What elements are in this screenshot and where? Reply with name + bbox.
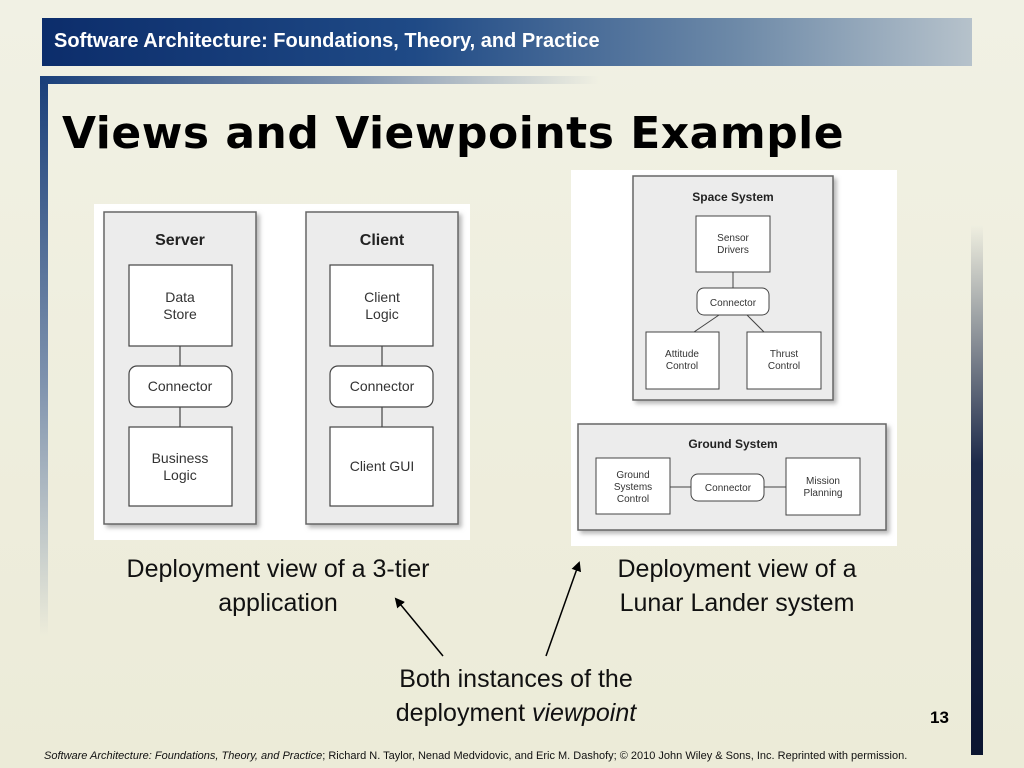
space-connector-label: Connector: [710, 298, 757, 309]
caption-lunar-line1: Deployment view of a: [617, 555, 857, 583]
caption-3tier: Deployment view of a 3-tier application: [96, 552, 460, 620]
caption-lunar: Deployment view of a Lunar Lander system: [584, 552, 890, 620]
arrow-to-lunar: [545, 561, 582, 657]
client-title: Client: [360, 232, 405, 249]
client-gui-label: Client GUI: [350, 458, 415, 474]
client-connector-label: Connector: [350, 378, 415, 394]
space-system-title: Space System: [692, 190, 773, 204]
footer-citation: Software Architecture: Foundations, Theo…: [44, 750, 908, 762]
header-bar: Software Architecture: Foundations, Theo…: [42, 18, 972, 66]
caption-3tier-line1: Deployment view of a 3-tier: [126, 555, 430, 583]
ground-system-title: Ground System: [688, 437, 777, 451]
arrow-to-3tier: [394, 597, 444, 657]
caption-viewpoint: Both instances of the deployment viewpoi…: [346, 662, 686, 730]
server-connector-label: Connector: [148, 378, 213, 394]
right-rule: [971, 225, 983, 755]
slide-title: Views and Viewpoints Example: [62, 108, 845, 159]
top-rule: [40, 76, 600, 84]
caption-viewpoint-line1: Both instances of the: [399, 665, 633, 693]
left-rule: [40, 76, 48, 636]
header-title: Software Architecture: Foundations, Theo…: [54, 30, 600, 52]
ground-connector-label: Connector: [705, 483, 752, 494]
caption-lunar-line2: Lunar Lander system: [619, 589, 855, 617]
caption-3tier-line2: application: [218, 589, 338, 617]
caption-viewpoint-line2: deployment viewpoint: [395, 699, 637, 727]
server-title: Server: [155, 232, 205, 249]
page-number: 13: [930, 708, 949, 727]
